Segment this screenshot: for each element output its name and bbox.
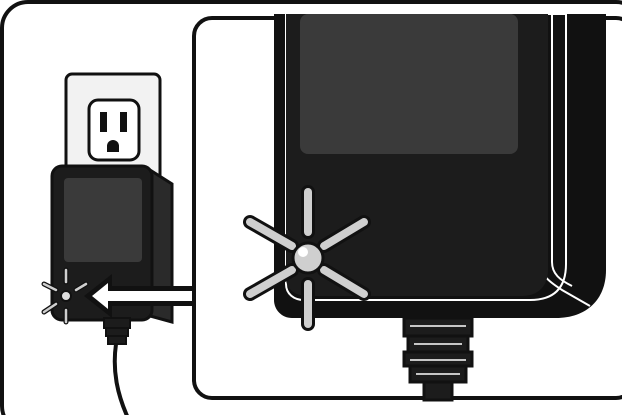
- large-light-dot: [291, 241, 325, 275]
- large-light-highlight: [298, 247, 308, 257]
- adapter-cord-relief-3: [107, 335, 127, 345]
- outlet-slot-right: [120, 112, 127, 132]
- detail-adapter-edge-line-2: [551, 14, 573, 287]
- arrow-fill: [92, 283, 192, 309]
- detail-adapter-panel: [300, 14, 518, 154]
- small-light-dot: [60, 290, 72, 302]
- detail-adapter-bevel-line: [285, 13, 567, 301]
- detail-connector-1: [402, 316, 474, 338]
- large-indicator-light: [243, 185, 371, 331]
- adapter-cord-relief-1: [103, 317, 131, 329]
- pointer-arrow: [84, 274, 196, 318]
- small-indicator-light: [41, 267, 89, 325]
- wall-adapter: [50, 164, 174, 415]
- outlet-ground-hole: [107, 140, 119, 152]
- detail-connector-tip: [422, 380, 454, 402]
- detail-connector-highlights: [410, 325, 466, 375]
- adapter-panel: [64, 178, 142, 262]
- small-light-rays: [42, 268, 88, 324]
- outlet-slot-left: [100, 112, 107, 132]
- adapter-cable: [112, 343, 129, 415]
- large-light-rays: [246, 188, 368, 328]
- detail-connector-3: [402, 350, 474, 368]
- adapter-cord-relief-2: [105, 327, 129, 337]
